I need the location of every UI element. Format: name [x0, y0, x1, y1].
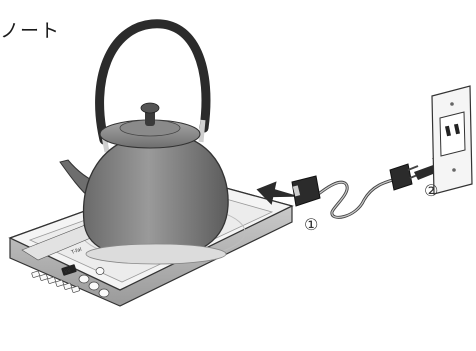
panel-button[interactable] — [64, 283, 72, 290]
panel-button[interactable] — [72, 286, 80, 293]
panel-dial[interactable] — [79, 275, 89, 283]
panel-button[interactable] — [40, 274, 48, 281]
step-1-label: ① — [304, 215, 318, 234]
power-cord-icon — [292, 164, 420, 217]
panel-button[interactable] — [32, 271, 40, 278]
panel-button[interactable] — [48, 277, 56, 284]
panel-button[interactable] — [56, 280, 64, 287]
wall-outlet-icon — [432, 86, 472, 194]
panel-dial[interactable] — [96, 268, 104, 275]
panel-dial[interactable] — [99, 289, 109, 297]
kettle-icon — [60, 24, 228, 264]
panel-dial[interactable] — [89, 282, 99, 290]
step-2-label: ② — [424, 181, 438, 200]
